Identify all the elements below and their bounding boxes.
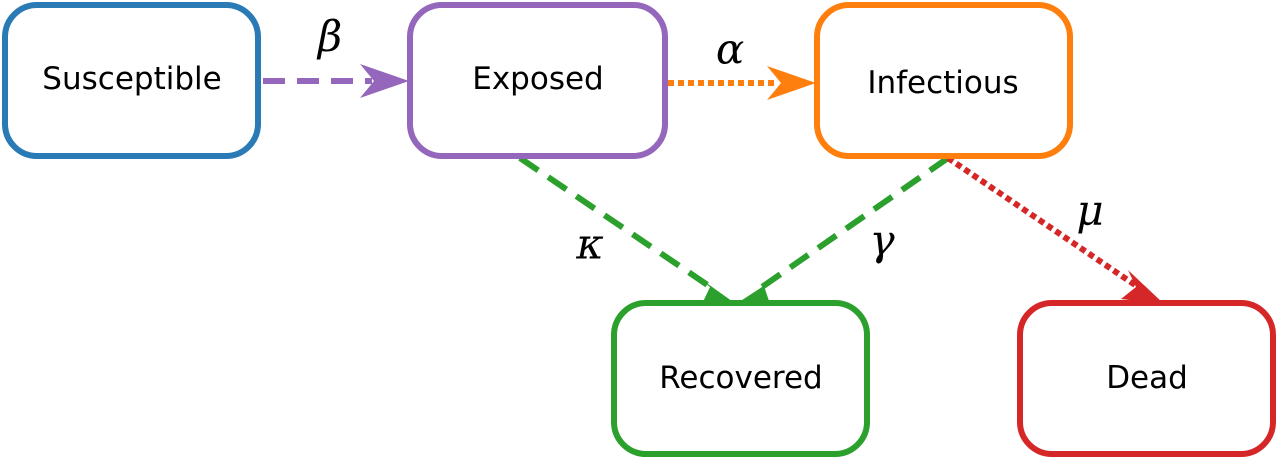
edge-infectious-recovered-line	[760, 155, 950, 290]
node-recovered-label: Recovered	[659, 360, 822, 396]
node-infectious-box	[814, 2, 1073, 159]
edge-infectious-dead-line	[946, 155, 1140, 290]
node-dead-box	[1017, 300, 1276, 457]
node-dead: Dead	[1017, 300, 1276, 457]
edge-label-alpha: α	[716, 25, 744, 74]
edge-infectious-recovered: γ	[736, 155, 950, 304]
edge-infectious-dead: μ	[946, 155, 1164, 304]
node-exposed-label: Exposed	[472, 61, 603, 97]
edge-exposed-recovered-line	[518, 155, 714, 291]
edge-susceptible-exposed: β	[263, 12, 409, 98]
edge-susceptible-exposed-arrowhead	[360, 64, 409, 98]
edge-infectious-dead-arrowhead	[1121, 270, 1164, 304]
node-exposed: Exposed	[407, 2, 668, 159]
node-exposed-box	[407, 2, 668, 159]
edge-exposed-infectious: α	[668, 25, 816, 100]
node-recovered: Recovered	[611, 300, 870, 457]
edge-exposed-recovered-arrowhead	[694, 274, 736, 304]
edge-label-mu: μ	[1076, 186, 1103, 235]
node-recovered-box	[611, 300, 870, 457]
node-infectious-label: Infectious	[867, 65, 1018, 101]
node-susceptible-label: Susceptible	[42, 61, 221, 97]
node-dead-label: Dead	[1106, 360, 1188, 396]
edge-label-beta: β	[316, 12, 342, 61]
node-susceptible-box	[2, 2, 261, 159]
edge-label-gamma: γ	[869, 216, 895, 265]
node-infectious: Infectious	[814, 2, 1073, 159]
edge-exposed-recovered: κ	[518, 155, 736, 304]
edge-label-kappa: κ	[575, 220, 604, 269]
edge-exposed-infectious-arrowhead	[767, 66, 816, 100]
edge-infectious-recovered-arrowhead	[736, 274, 782, 304]
node-susceptible: Susceptible	[2, 2, 261, 159]
